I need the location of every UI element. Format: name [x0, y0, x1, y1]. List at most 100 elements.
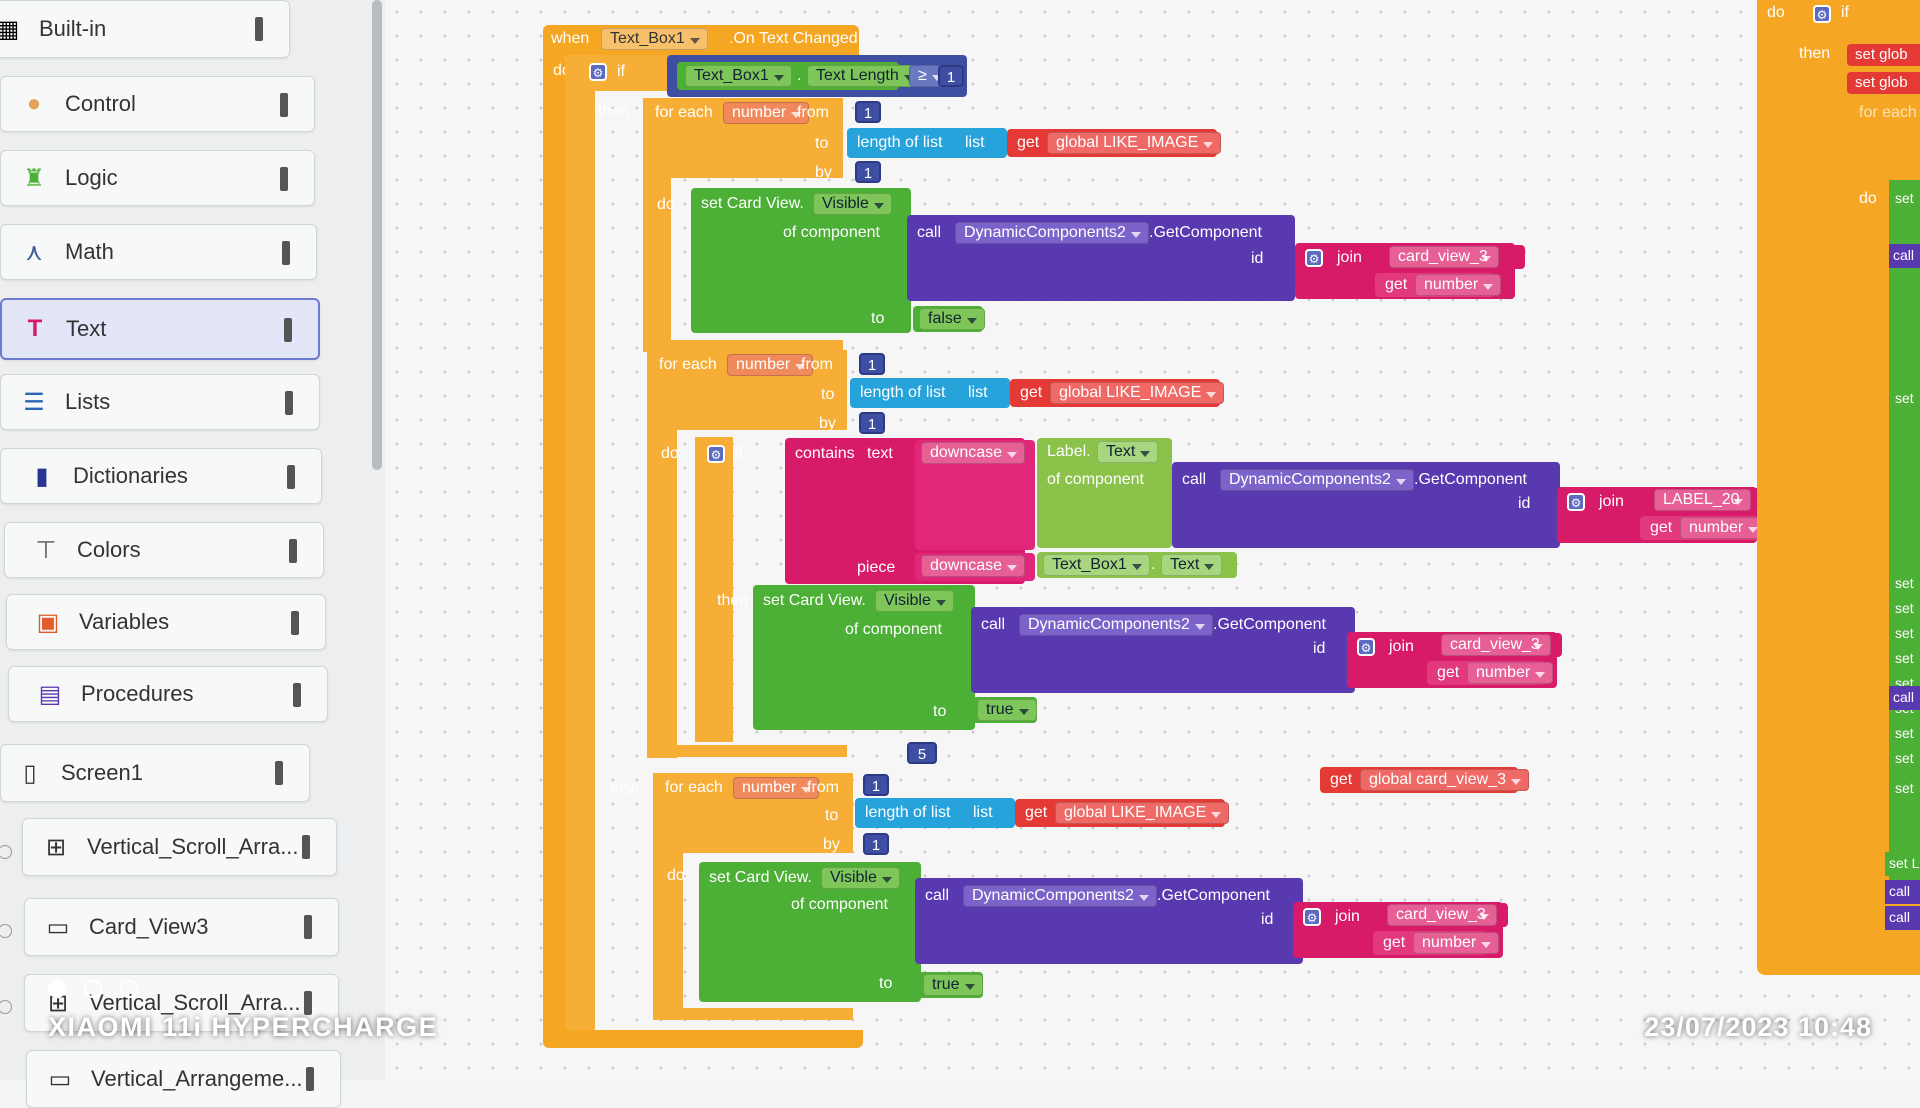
downcase-block-1[interactable]: downcase	[915, 440, 1035, 550]
loose-get-global-block[interactable]: get global card_view_3	[1320, 767, 1529, 793]
tree-expander[interactable]	[0, 1000, 12, 1014]
label-property-dropdown[interactable]: Text	[1097, 441, 1159, 463]
mutator-gear-icon[interactable]: ⚙	[707, 445, 725, 463]
number-variable-dropdown[interactable]: number	[1413, 932, 1500, 954]
event-block-header[interactable]: when Text_Box1 .On Text Changed	[543, 25, 859, 55]
loop3-by-number[interactable]: 1	[863, 833, 889, 855]
drag-handle[interactable]	[306, 1067, 314, 1091]
global-variable-dropdown[interactable]: global card_view_3	[1360, 769, 1529, 791]
right-call-block[interactable]: call	[1889, 244, 1920, 268]
dynamic-components-dropdown[interactable]: DynamicComponents2	[1220, 469, 1414, 491]
mutator-gear-icon[interactable]: ⚙	[589, 63, 607, 81]
downcase-dropdown[interactable]: downcase	[921, 442, 1026, 464]
mutator-gear-icon[interactable]: ⚙	[1813, 5, 1831, 23]
drag-handle[interactable]	[304, 991, 312, 1015]
set-card-view-visible-block-1[interactable]: set Card View. Visible of component to	[691, 188, 911, 333]
right-set-l-block[interactable]: set L	[1885, 852, 1920, 876]
string-value[interactable]: LABEL_20	[1654, 489, 1751, 511]
true-block[interactable]: true	[971, 697, 1037, 723]
for-each-block-2[interactable]: for each number from	[647, 350, 847, 430]
false-block[interactable]: false	[913, 306, 985, 332]
loop3-from-number[interactable]: 1	[863, 774, 889, 796]
blocks-workspace[interactable]: when Text_Box1 .On Text Changed do ⚙ if …	[385, 0, 1920, 1080]
palette-item-built-in[interactable]: ▦ Built-in	[0, 0, 290, 58]
drag-handle[interactable]	[284, 318, 292, 342]
set-card-view-visible-block-2[interactable]: set Card View. Visible of component to	[753, 585, 975, 730]
label-text-getter-block[interactable]: Label. Text of component	[1037, 438, 1172, 548]
number-variable-dropdown[interactable]: number	[1415, 274, 1502, 296]
cond-component-dropdown[interactable]: Text_Box1	[685, 65, 792, 87]
length-of-list-block[interactable]: length of list list	[855, 798, 1015, 828]
loop2-by-number[interactable]: 1	[859, 412, 885, 434]
mutator-gear-icon[interactable]: ⚙	[1357, 638, 1375, 656]
palette-item-text[interactable]: T Text	[0, 298, 320, 360]
true-block[interactable]: true	[917, 972, 983, 998]
mutator-gear-icon[interactable]: ⚙	[1303, 908, 1321, 926]
get-number-block[interactable]: get number	[1373, 931, 1500, 955]
palette-item-procedures[interactable]: ▤ Procedures	[8, 666, 328, 722]
mutator-gear-icon[interactable]: ⚙	[1567, 493, 1585, 511]
call-get-component-block-2[interactable]: call DynamicComponents2 .GetComponent id	[1172, 462, 1560, 548]
drag-handle[interactable]	[291, 611, 299, 635]
drag-handle[interactable]	[302, 835, 310, 859]
palette-item-variables[interactable]: ▣ Variables	[6, 594, 326, 650]
global-variable-dropdown[interactable]: global LIKE_IMAGE	[1047, 132, 1222, 154]
tree-item-screen1[interactable]: ▯ Screen1	[0, 744, 310, 802]
global-variable-dropdown[interactable]: global LIKE_IMAGE	[1050, 382, 1225, 404]
event-component-dropdown[interactable]: Text_Box1	[601, 28, 708, 50]
tree-item-card-view3[interactable]: ▭ Card_View3	[24, 898, 339, 956]
dynamic-components-dropdown[interactable]: DynamicComponents2	[955, 222, 1149, 244]
get-global-block[interactable]: get global LIKE_IMAGE	[1015, 799, 1230, 827]
get-global-block[interactable]: get global LIKE_IMAGE	[1007, 129, 1222, 157]
palette-item-dictionaries[interactable]: ▮ Dictionaries	[0, 448, 322, 504]
loop-variable-field[interactable]: number	[727, 354, 814, 376]
dynamic-components-dropdown[interactable]: DynamicComponents2	[963, 885, 1157, 907]
text-string-block[interactable]: LABEL_20	[1640, 488, 1765, 512]
right-call-block[interactable]: call	[1885, 906, 1920, 930]
inner-if-block[interactable]: ⚙ then	[695, 437, 748, 742]
downcase-dropdown[interactable]: downcase	[921, 555, 1026, 577]
palette-item-math[interactable]: ⋏ Math	[0, 224, 317, 280]
if-block-spine[interactable]	[565, 55, 595, 1030]
call-get-component-block-1[interactable]: call DynamicComponents2 .GetComponent id	[907, 215, 1295, 301]
compare-value-number[interactable]: 1	[938, 65, 964, 87]
boolean-dropdown[interactable]: false	[919, 308, 985, 330]
drag-handle[interactable]	[289, 539, 297, 563]
drag-handle[interactable]	[285, 391, 293, 415]
text-string-block[interactable]: card_view_3	[1427, 633, 1562, 657]
tree-item-vertical-arrangement[interactable]: ▭ Vertical_Arrangeme...	[26, 1050, 341, 1108]
right-set-global-block-2[interactable]: set glob	[1847, 72, 1920, 94]
for-each-block-3[interactable]: for each number from	[653, 773, 853, 853]
text-string-block[interactable]: card_view_3	[1375, 245, 1525, 269]
drag-handle[interactable]	[304, 915, 312, 939]
text-string-block[interactable]: card_view_3	[1373, 903, 1508, 927]
get-number-block[interactable]: get number	[1427, 661, 1554, 685]
right-set-global-block-1[interactable]: set glob	[1847, 44, 1920, 66]
right-set-blocks-column[interactable]: set set set set set set set set set set …	[1889, 180, 1920, 900]
drag-handle[interactable]	[280, 167, 288, 191]
global-variable-dropdown[interactable]: global LIKE_IMAGE	[1055, 802, 1230, 824]
palette-item-control[interactable]: ● Control	[0, 76, 315, 132]
length-of-list-block[interactable]: length of list list	[850, 378, 1010, 408]
tree-expander[interactable]	[0, 924, 12, 938]
drag-handle[interactable]	[282, 241, 290, 265]
drag-handle[interactable]	[280, 93, 288, 117]
tree-expander[interactable]	[0, 845, 12, 859]
drag-handle[interactable]	[275, 761, 283, 785]
piece-property-dropdown[interactable]: Text	[1161, 554, 1223, 576]
if-block-header[interactable]: ⚙ if	[565, 55, 670, 91]
loop1-from-number[interactable]: 1	[855, 101, 881, 123]
loop2-from-number[interactable]: 1	[859, 353, 885, 375]
loop-variable-field[interactable]: number	[733, 777, 820, 799]
text-box-text-getter-block[interactable]: Text_Box1 . Text	[1037, 552, 1237, 578]
number-variable-dropdown[interactable]: number	[1467, 662, 1554, 684]
drag-handle[interactable]	[287, 465, 295, 489]
string-value[interactable]: card_view_3	[1387, 904, 1497, 926]
drag-handle[interactable]	[255, 17, 263, 41]
call-get-component-block-4[interactable]: call DynamicComponents2 .GetComponent id	[915, 878, 1303, 964]
dynamic-components-dropdown[interactable]: DynamicComponents2	[1019, 614, 1213, 636]
cond-property-dropdown[interactable]: Text Length	[807, 65, 922, 87]
boolean-dropdown[interactable]: true	[923, 974, 983, 996]
tree-item-vertical-scroll-arrangement[interactable]: ⊞ Vertical_Scroll_Arra...	[22, 818, 337, 876]
palette-item-lists[interactable]: ☰ Lists	[0, 374, 320, 430]
